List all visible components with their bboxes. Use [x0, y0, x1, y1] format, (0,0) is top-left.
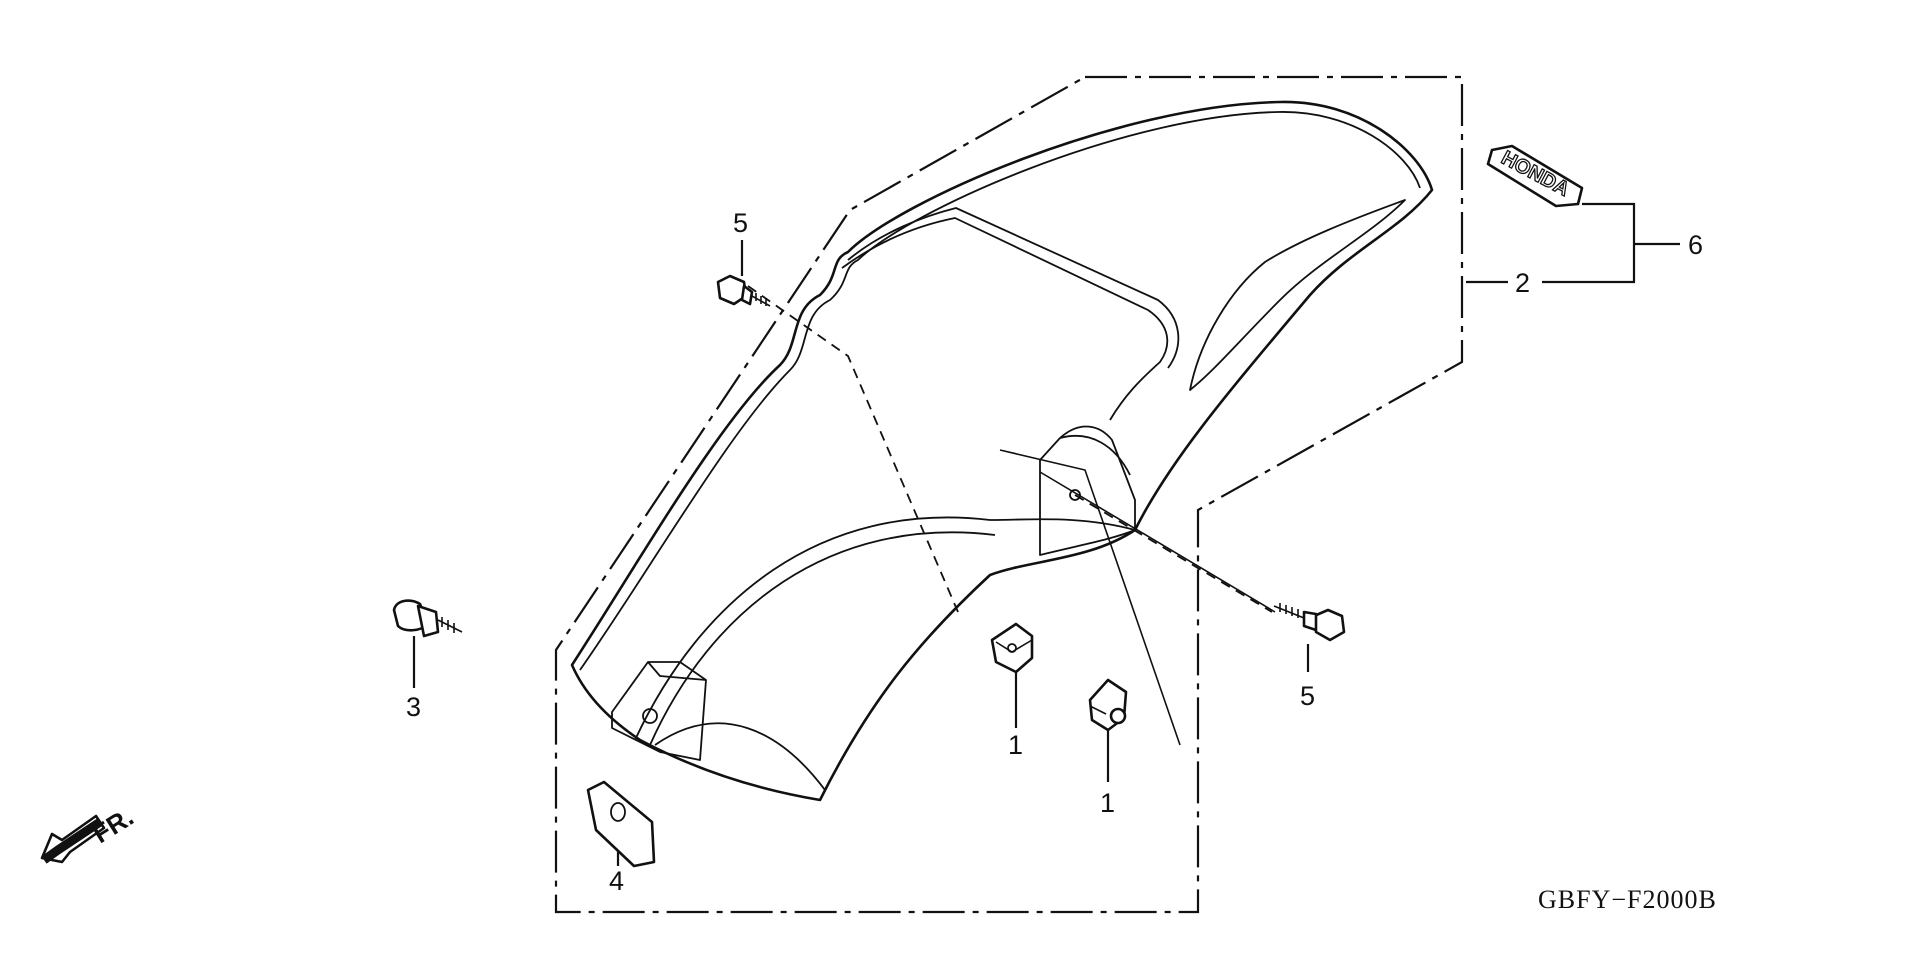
front-direction-label: FR.	[87, 801, 138, 849]
clip-nut-part-1-right	[1088, 678, 1128, 732]
alignment-line	[1074, 494, 1273, 613]
diagram-code: GBFY−F2000B	[1538, 885, 1717, 914]
alignment-line	[1039, 471, 1276, 613]
callout-5-right: 5	[1300, 681, 1315, 711]
alignment-line	[747, 285, 959, 613]
callout-5-upper: 5	[733, 208, 748, 238]
bolt-part-5-right	[1273, 603, 1346, 642]
clip-plate-part-4	[586, 780, 656, 868]
callout-1-left: 1	[1008, 730, 1023, 760]
callout-2: 2	[1515, 268, 1530, 298]
bolt-part-5-upper	[716, 274, 771, 307]
assembly-boundary	[554, 75, 1464, 914]
callout-3: 3	[406, 692, 421, 722]
front-direction-arrow: FR.	[40, 801, 139, 864]
bolt-part-3	[392, 599, 463, 638]
callout-6: 6	[1688, 230, 1703, 260]
alignment-line	[999, 449, 1181, 746]
clip-nut-part-1-left	[990, 622, 1034, 674]
leader-lines	[412, 202, 1680, 866]
honda-emblem-part-6: HONDA	[1486, 144, 1584, 208]
callout-1-right: 1	[1100, 788, 1115, 818]
callout-4: 4	[609, 866, 624, 896]
